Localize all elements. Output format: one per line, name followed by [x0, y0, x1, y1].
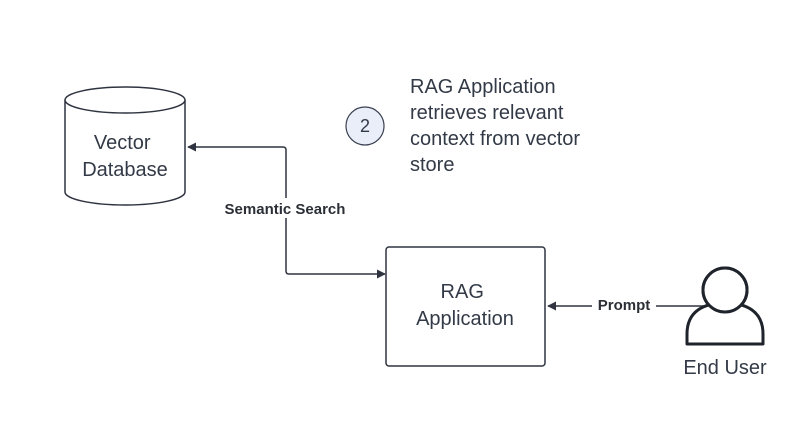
vector-database-cylinder-top: [64, 86, 186, 114]
end-user-label: End User: [683, 357, 767, 379]
svg-text:Vector Database: Vector Database: [82, 132, 168, 181]
user-icon: [685, 266, 765, 346]
step-badge: 2: [345, 106, 385, 146]
step-description: RAG Application retrieves relevant conte…: [410, 76, 586, 176]
rag-application-label-line-1: RAG: [441, 281, 484, 303]
rag-application-box: [385, 246, 546, 367]
vector-database-cylinder-body: [64, 100, 186, 206]
svg-text:RAG Application: RAG Application: [416, 281, 514, 330]
semantic-search-label-background: [212, 198, 358, 218]
prompt-label: Prompt: [598, 297, 651, 314]
end-user-node: End User: [683, 266, 767, 379]
step-description-line-4: store: [410, 154, 454, 176]
semantic-search-label: Semantic Search: [225, 201, 346, 218]
vector-database-label-line-2: Database: [82, 159, 168, 181]
vector-database-node: Vector Database: [64, 86, 186, 206]
rag-application-label-line-2: Application: [416, 308, 514, 330]
step-description-line-2: retrieves relevant: [410, 102, 564, 124]
step-description-line-3: context from vector: [410, 128, 580, 150]
prompt-label-background: [592, 295, 656, 314]
step-number: 2: [360, 116, 370, 136]
step-description-line-1: RAG Application: [410, 76, 556, 98]
vector-database-label-line-1: Vector: [94, 132, 151, 154]
rag-application-node: RAG Application: [385, 246, 546, 367]
